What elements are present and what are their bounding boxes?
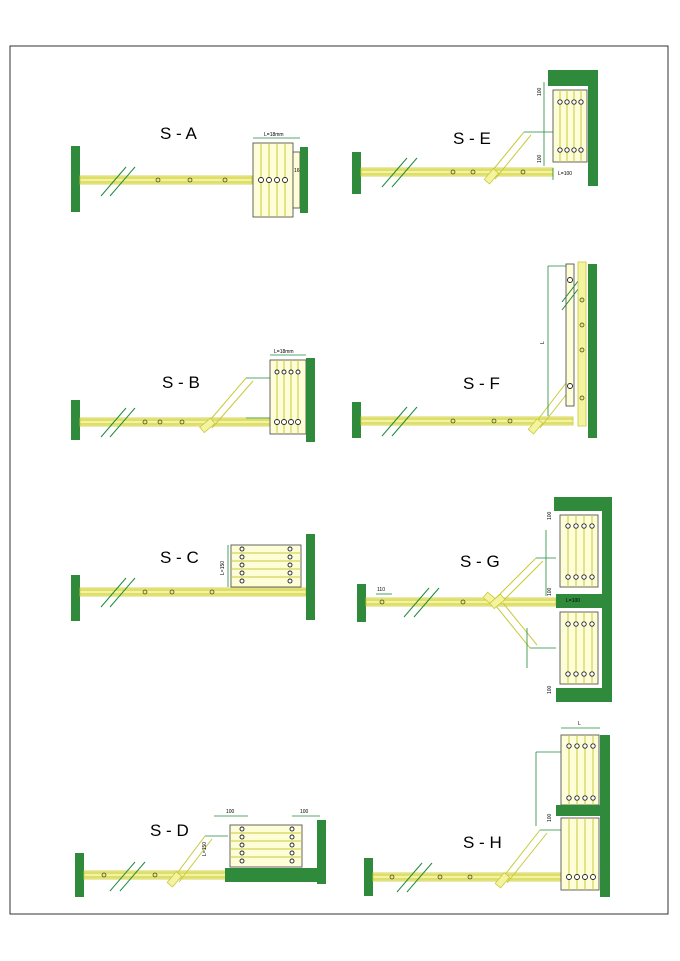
dimension-label: 100: [547, 587, 553, 596]
dimension-label: 100: [547, 685, 553, 694]
wall-right: [306, 358, 315, 442]
section-s-d: S - D 100 100 L=150: [75, 809, 326, 897]
rail: [372, 872, 562, 882]
wall-bottom: [556, 688, 612, 702]
break-mark: [109, 166, 136, 197]
brace: [532, 382, 567, 427]
dimension-label: L=18mm: [264, 132, 284, 138]
brace: [495, 605, 531, 649]
wall-left: [352, 402, 361, 438]
wall-right: [300, 147, 308, 213]
wall-mid: [556, 805, 606, 816]
section-title: S - G: [460, 552, 500, 571]
wall-left: [364, 858, 373, 896]
wall-top: [554, 497, 612, 511]
vertical-rail: [565, 263, 575, 407]
dimension-label: L: [540, 341, 546, 344]
wall-right: [602, 497, 612, 702]
break-mark: [100, 166, 127, 197]
dimension-label: L: [578, 721, 581, 727]
wall-left: [357, 584, 366, 622]
section-s-h: S - H L 100: [364, 721, 610, 897]
wall-left: [71, 575, 80, 621]
wall-right: [600, 735, 610, 897]
dimension-label: 16: [294, 168, 300, 174]
rail: [360, 416, 574, 426]
wall-right: [317, 820, 326, 884]
brace: [499, 829, 541, 882]
rail: [79, 417, 271, 427]
section-title: S - C: [160, 548, 199, 567]
wall-left: [71, 146, 80, 212]
vertical-rail: [577, 261, 587, 427]
dimension-label: 100: [226, 809, 235, 815]
dimension-label: 100: [547, 511, 553, 520]
dimension-label: L=150: [220, 561, 226, 575]
brace: [204, 377, 247, 427]
wall-right: [588, 264, 597, 438]
brace: [495, 557, 537, 599]
dimension-label: 110: [377, 587, 385, 593]
brace: [487, 131, 525, 177]
section-title: S - D: [150, 821, 189, 840]
wall-bottom: [225, 868, 317, 882]
wall-mid: [556, 594, 612, 608]
section-title: S - F: [463, 374, 500, 393]
wall-left: [71, 400, 80, 440]
section-s-a: S - A L=18mm 16: [71, 124, 308, 218]
dimension-label: L=100: [566, 598, 580, 604]
section-s-c: S - C L=150: [71, 534, 315, 621]
dimension-label: 100: [547, 813, 553, 822]
wall-right: [306, 534, 315, 620]
dimension-label: L=150: [202, 842, 208, 856]
sheet-border: [9, 45, 669, 915]
section-title: S - B: [162, 373, 200, 392]
section-title: S - H: [463, 833, 502, 852]
dimension-label: 100: [537, 154, 543, 163]
section-s-b: S - B L=18mm: [71, 349, 315, 442]
wall-right: [588, 70, 598, 186]
dimension-label: 100: [300, 809, 309, 815]
rail: [79, 175, 253, 185]
section-s-e: S - E 100 100 L=100: [352, 70, 598, 194]
wall-left: [352, 152, 361, 194]
wall-top: [548, 70, 598, 86]
section-s-f: S - F L: [352, 261, 597, 438]
dimension-label: L=18mm: [274, 349, 294, 355]
section-title: S - A: [160, 124, 198, 143]
dimension-label: 100: [537, 87, 543, 96]
section-title: S - E: [453, 129, 491, 148]
section-s-g: S - G 110 100 100 L=100 100: [357, 497, 612, 702]
wall-left: [75, 853, 84, 897]
dimension-label: L=100: [558, 171, 572, 177]
